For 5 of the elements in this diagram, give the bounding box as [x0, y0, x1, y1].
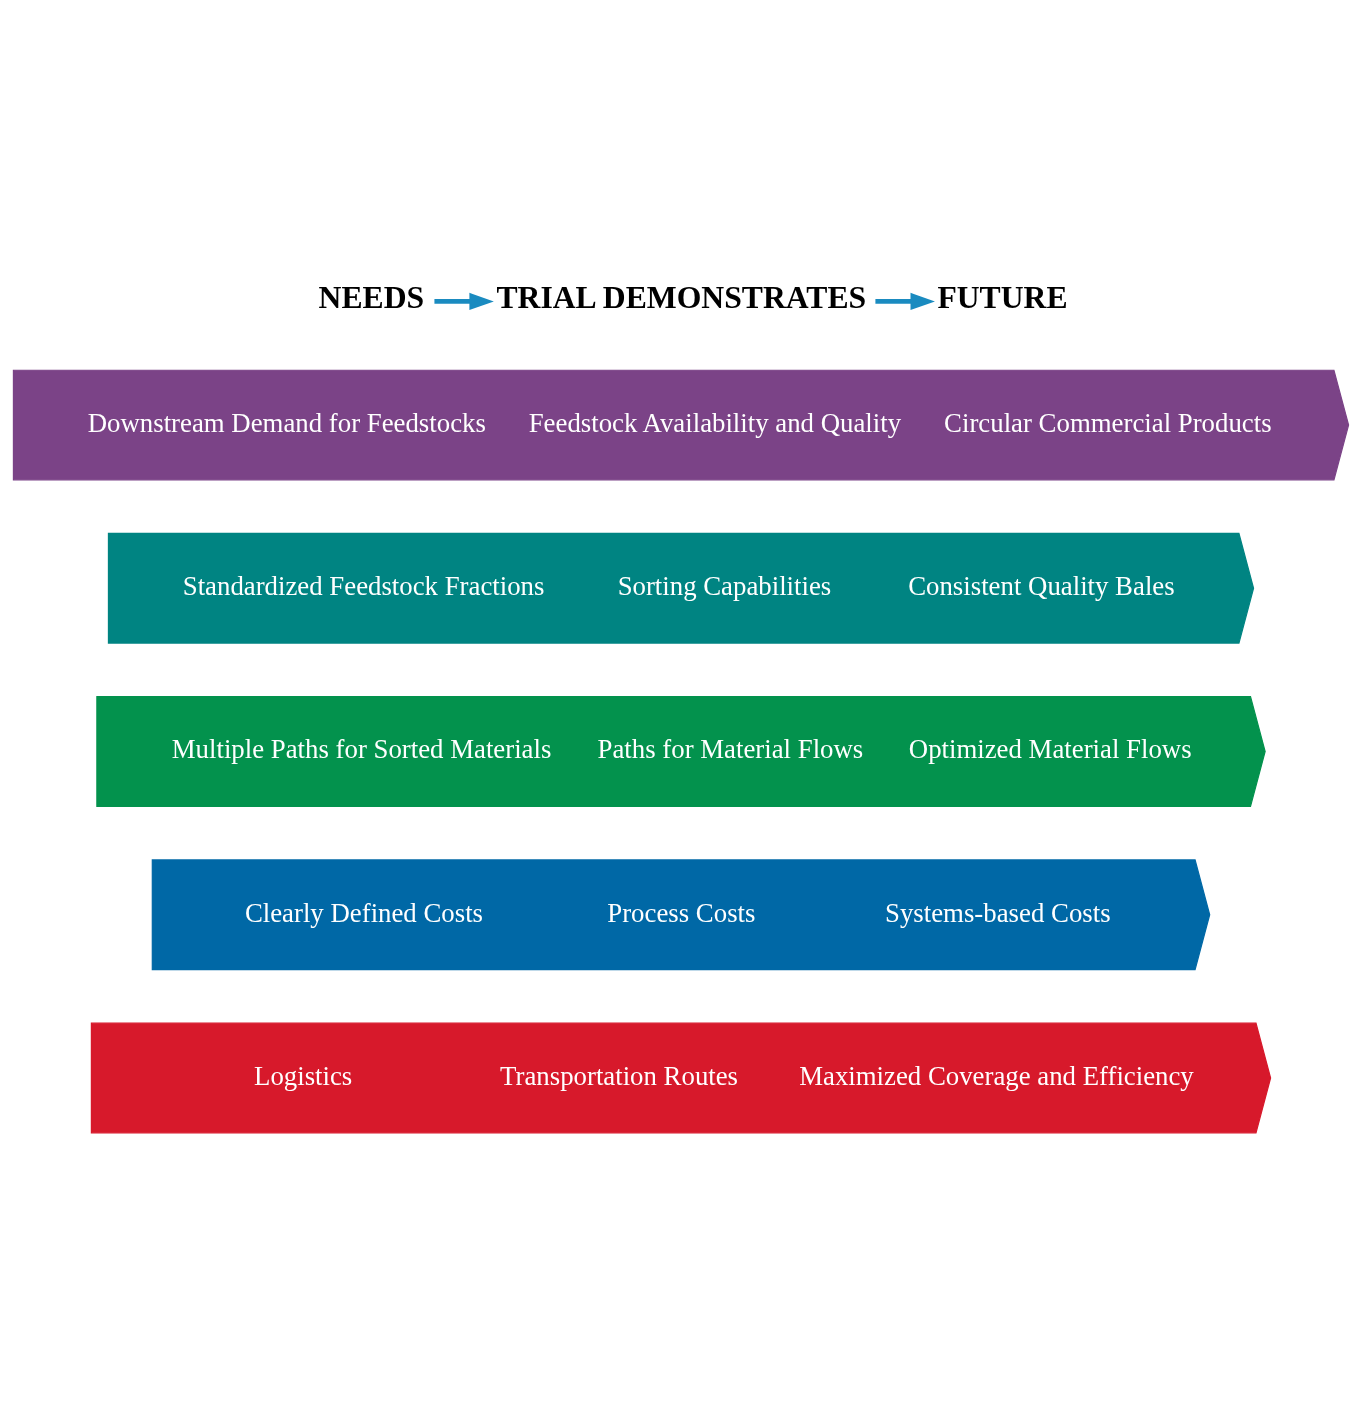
node-text: FUTURE	[937, 279, 1068, 315]
arrow	[875, 292, 935, 310]
arrow	[434, 292, 494, 310]
node-text: NEEDS	[318, 279, 425, 315]
node-text: TRIAL DEMONSTRATES	[496, 279, 867, 315]
